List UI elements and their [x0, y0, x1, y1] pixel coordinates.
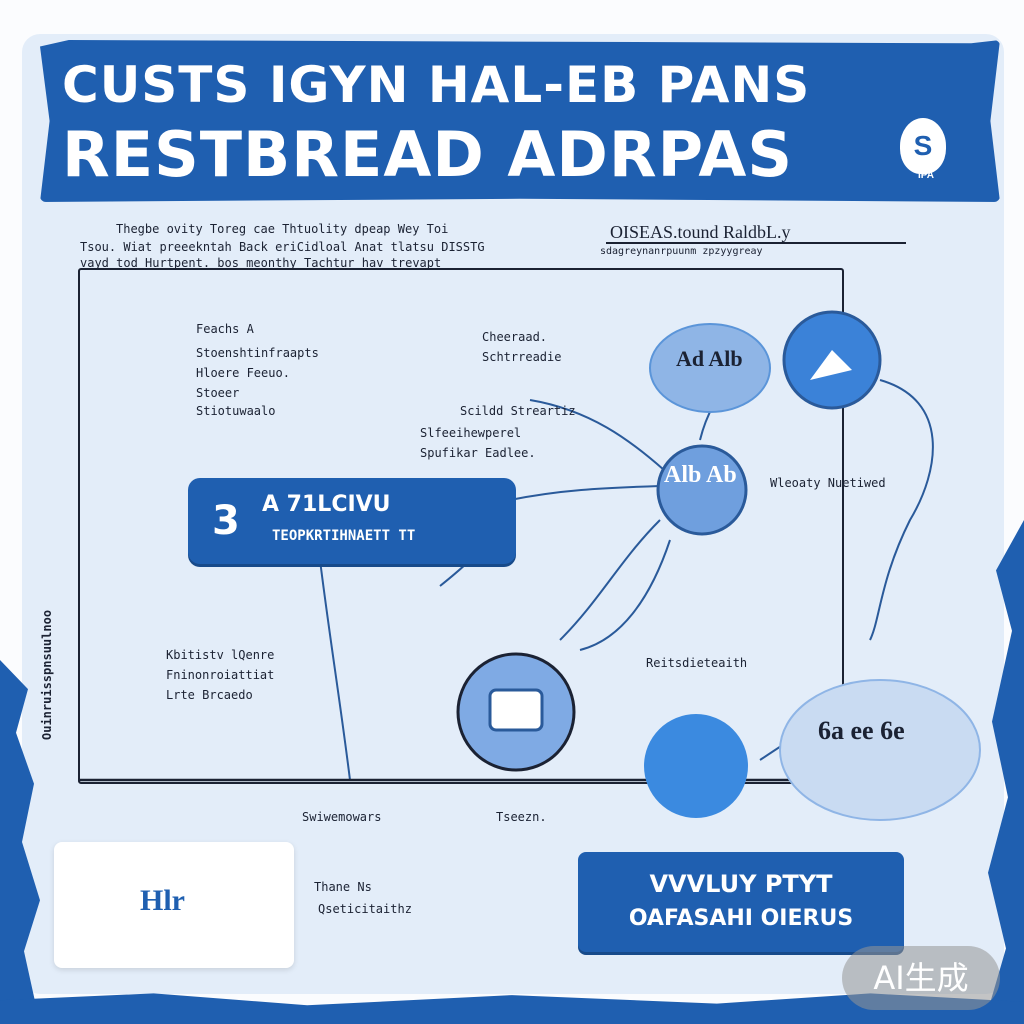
cta-line-1: VVVLUY PTYT [649, 870, 833, 898]
logo-text: Hlr [140, 884, 185, 917]
left-list-item-5: Stiotuwaalo [196, 404, 276, 418]
node-top-right-icon [810, 350, 852, 380]
node-hub-glyphs: Alb Ab [664, 462, 737, 488]
title-line-1: CUSTS IGYN HAL-EB PANS [62, 56, 811, 114]
intro-right-underline [606, 242, 906, 244]
node-hub [656, 444, 748, 536]
left-list-item-4: Stoeer [196, 386, 240, 400]
mid-list-item-1: Scildd Streartiz [460, 404, 576, 418]
intro-line-2: Tsou. Wiat preeekntah Back eriCidloal An… [80, 240, 485, 254]
mid-list-item-2: Slfeeihewperel [420, 426, 522, 440]
intro-right-heading: OISEAS.tound RaldbL.y [610, 222, 791, 242]
lower-left-item-1: Kbitistv lQenre [166, 648, 275, 662]
intro-line-3: vayd tod Hurtpent. bos meonthy Tachtur h… [80, 256, 442, 270]
lower-left-item-2: Fninonroiattiat [166, 668, 275, 682]
connector-pill-to-hub [509, 485, 661, 501]
node-label-lower: Reitsdieteaith [646, 656, 748, 670]
left-list-item-3: Hloere Feeuo. [196, 366, 290, 380]
callout-number: 3 [212, 498, 240, 544]
connector-top-list-to-hub [529, 399, 665, 471]
node-cluster-glyphs: 6a ee 6e [818, 716, 905, 745]
node-lower-left-icon [488, 688, 544, 732]
mid-top-item-2: Schtrreadie [482, 350, 562, 364]
left-list-item-1: Feachs A [196, 322, 254, 336]
connector-hub-to-lower-1 [559, 519, 661, 641]
footer-mid-line-2: Qseticitaithz [318, 902, 412, 916]
left-list-item-2: Stoenshtinfraapts [196, 346, 319, 360]
header-banner [40, 40, 1000, 202]
diagram-frame [78, 268, 844, 784]
node-bottom-mid [644, 714, 748, 818]
ai-generated-watermark: AI生成 [842, 946, 1000, 1010]
callout-pill [188, 478, 516, 564]
intro-right-sub: sdagreynanrpuunm zpzyygreay [600, 246, 763, 257]
title-line-2: RESTBREAD ADRPAS [62, 118, 793, 191]
title-badge: S [900, 118, 946, 174]
lower-left-item-3: Lrte Brcaedo [166, 688, 253, 702]
cta-line-2: OAFASAHI OIERUS [628, 906, 854, 931]
title-badge-sub: IPA [918, 170, 934, 181]
node-top-blob [649, 323, 771, 413]
callout-sub: TEOPKRTIHNAETT TT [272, 528, 416, 544]
axis-right-label: Tseezn. [496, 810, 547, 824]
intro-line-1: Thegbe ovity Toreg cae Thtuolity dpeap W… [116, 222, 449, 236]
cta-button[interactable] [578, 852, 904, 952]
callout-title: A 71LCIVU [262, 492, 391, 517]
mid-list-item-3: Spufikar Eadlee. [420, 446, 536, 460]
node-right-cluster [779, 679, 981, 821]
axis-left-label: Swiwemowars [302, 810, 382, 824]
mid-top-item-1: Cheeraad. [482, 330, 548, 344]
footer-mid-line-1: Thane Ns [314, 880, 372, 894]
node-label-right: Wleoaty Nuetiwed [770, 476, 886, 490]
connector-right-loop [869, 379, 934, 641]
connector-hub-to-lower-2 [579, 539, 671, 651]
node-top-glyphs: Ad Alb [676, 346, 743, 371]
connector-pill-to-axis [319, 559, 351, 781]
logo-card [54, 842, 294, 968]
